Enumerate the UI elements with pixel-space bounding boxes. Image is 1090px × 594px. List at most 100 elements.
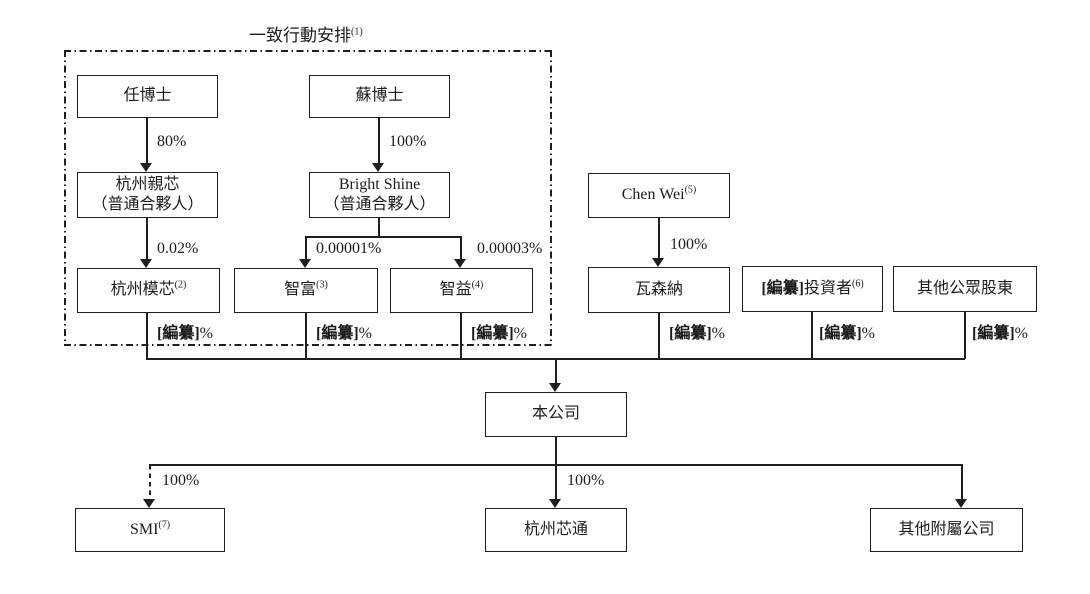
collector-subsidiaries <box>149 464 963 466</box>
redacted-tag: [編纂] <box>157 325 200 342</box>
redacted-tag: [編纂] <box>669 325 712 342</box>
group-border-right <box>550 50 552 345</box>
edge-company-to-subsidiaries <box>961 465 963 499</box>
edge-company-to-xintong <box>555 465 557 499</box>
percent-suffix: % <box>358 325 372 342</box>
edge-chenwei-to-wasenna <box>658 218 660 259</box>
node-wasenna: 瓦森納 <box>588 267 730 313</box>
edge-moxin-to-company <box>146 313 148 359</box>
node-label: 智富(3) <box>284 280 328 300</box>
percent-suffix: % <box>861 325 875 342</box>
edge-bright-shine-branch <box>305 236 462 238</box>
node-label-text: 智益 <box>439 281 472 299</box>
node-label: 本公司 <box>531 405 580 423</box>
footnote-3-superscript: (3) <box>316 279 328 291</box>
edge-zhiyi-to-company <box>460 313 462 359</box>
edge-investors-to-company <box>811 312 813 359</box>
label-zhiyi-stake: [編纂]% <box>471 319 527 343</box>
label-zhifu-stake: [編纂]% <box>316 319 372 343</box>
percent-suffix: % <box>199 325 213 342</box>
node-bright-shine: Bright Shine （普通合夥人） <box>309 172 450 218</box>
label-xintong-stake: 100% <box>567 472 605 489</box>
node-zhifu: 智富(3) <box>234 268 378 313</box>
node-smi: SMI(7) <box>75 508 225 552</box>
label-investors-stake: [編纂]% <box>819 319 875 343</box>
edge-wasenna-to-company <box>658 313 660 359</box>
node-label: 其他附屬公司 <box>898 520 995 538</box>
arrowhead-down-icon <box>454 259 466 268</box>
node-hangzhou-qinxin: 杭州親芯 （普通合夥人） <box>77 172 218 218</box>
arrowhead-down-icon <box>299 259 311 268</box>
label-su-stake: 100% <box>389 133 427 150</box>
arrowhead-down-icon <box>140 163 152 172</box>
concert-party-title: 一致行動安排(1) <box>249 21 363 46</box>
edge-bright-shine-stem <box>378 218 380 238</box>
node-chen-wei: Chen Wei(5) <box>588 173 730 218</box>
node-redacted-investors: [編纂]投資者(6) <box>742 266 883 312</box>
node-label: 杭州芯通 <box>523 520 588 538</box>
edge-public-to-company <box>964 312 966 359</box>
node-other-public-shareholders: 其他公眾股東 <box>893 266 1037 312</box>
edge-bright-shine-to-zhifu <box>305 236 307 260</box>
node-label-line1: Bright Shine <box>338 175 421 193</box>
node-other-subsidiaries: 其他附屬公司 <box>870 508 1023 552</box>
node-label: 任博士 <box>123 87 172 105</box>
arrowhead-down-icon <box>955 499 967 508</box>
edge-company-to-smi-dashed <box>149 465 151 499</box>
label-chenwei-stake: 100% <box>670 236 708 253</box>
arrowhead-down-icon <box>140 259 152 268</box>
node-zhiyi: 智益(4) <box>390 268 533 313</box>
label-public-stake: [編纂]% <box>972 319 1028 343</box>
node-label-text: 投資者 <box>803 279 852 297</box>
node-ren-boshi: 任博士 <box>77 75 218 118</box>
node-label-line2: （普通合夥人） <box>323 196 436 213</box>
node-label-text: 智富 <box>284 281 317 299</box>
node-label: 其他公眾股東 <box>916 279 1013 297</box>
node-label: 杭州模芯(2) <box>111 280 187 300</box>
label-zhifu-gp-stake: 0.00001% <box>316 240 382 257</box>
footnote-1-superscript: (1) <box>351 26 363 38</box>
node-company: 本公司 <box>485 392 627 437</box>
arrowhead-down-icon <box>372 163 384 172</box>
percent-suffix: % <box>711 325 725 342</box>
footnote-4-superscript: (4) <box>471 279 484 291</box>
percent-suffix: % <box>513 325 527 342</box>
footnote-6-superscript: (6) <box>852 278 864 290</box>
label-qinxin-stake: 0.02% <box>157 240 199 257</box>
edge-zhifu-to-company <box>305 313 307 359</box>
node-label-text: Chen Wei <box>621 186 685 204</box>
concert-party-title-text: 一致行動安排 <box>249 26 351 45</box>
node-label: 智益(4) <box>440 280 484 300</box>
label-ren-stake: 80% <box>157 133 187 150</box>
edge-qinxin-to-moxin <box>146 218 148 260</box>
group-border-bottom <box>64 344 552 346</box>
node-hangzhou-moxin: 杭州模芯(2) <box>77 268 220 313</box>
node-label: [編纂]投資者(6) <box>761 279 863 299</box>
label-wasenna-stake: [編纂]% <box>669 319 725 343</box>
arrowhead-down-icon <box>549 383 561 392</box>
footnote-2-superscript: (2) <box>174 279 187 291</box>
arrowhead-down-icon <box>143 499 155 508</box>
arrowhead-down-icon <box>652 258 664 267</box>
edge-ren-to-qinxin <box>146 118 148 164</box>
node-label-text: SMI <box>129 520 159 538</box>
group-border-left <box>64 50 66 345</box>
edge-company-stem <box>555 437 557 465</box>
footnote-5-superscript: (5) <box>684 184 697 196</box>
footnote-7-superscript: (7) <box>158 519 171 531</box>
node-label: 瓦森納 <box>634 280 683 298</box>
label-smi-stake: 100% <box>162 472 200 489</box>
percent-suffix: % <box>1014 325 1028 342</box>
redacted-tag: [編纂] <box>316 325 359 342</box>
node-label-text: 杭州模芯 <box>110 281 175 299</box>
edge-collector-to-company <box>555 358 557 384</box>
node-label: SMI(7) <box>130 520 170 540</box>
redacted-tag: [編纂] <box>972 325 1015 342</box>
label-zhiyi-gp-stake: 0.00003% <box>477 240 543 257</box>
edge-bright-shine-to-zhiyi <box>460 236 462 260</box>
node-su-boshi: 蘇博士 <box>309 75 450 118</box>
node-label: Chen Wei(5) <box>622 185 697 205</box>
node-label-line1: 杭州親芯 <box>115 175 180 193</box>
group-border-top <box>64 50 551 52</box>
